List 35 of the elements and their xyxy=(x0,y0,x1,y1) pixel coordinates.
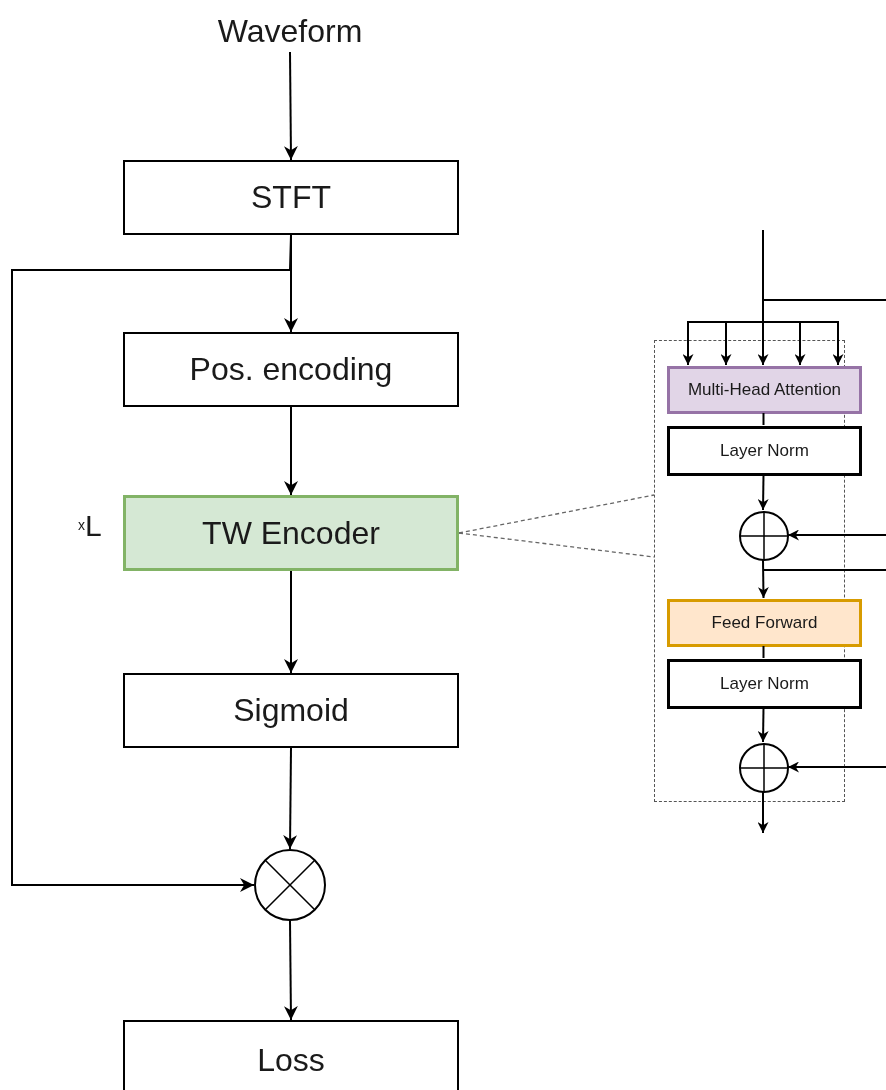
process-box xyxy=(123,332,459,407)
arrow xyxy=(757,474,769,511)
arrow xyxy=(283,51,298,161)
arrow xyxy=(284,570,298,674)
layer-box xyxy=(667,366,862,414)
arrow xyxy=(757,707,769,743)
box-label: Sigmoid xyxy=(233,692,349,729)
repeat-label: $^{x}$L xyxy=(78,509,102,543)
layer-box xyxy=(667,426,862,476)
process-box xyxy=(123,673,459,748)
arrow xyxy=(762,299,886,541)
process-box xyxy=(123,495,459,571)
process-box xyxy=(123,160,459,235)
layer-box xyxy=(667,599,862,647)
layer-box xyxy=(667,659,862,709)
arrow xyxy=(283,747,298,850)
zoom-guide-line xyxy=(458,532,655,558)
arrow xyxy=(787,761,886,773)
box-label: Layer Norm xyxy=(720,674,809,694)
arrow xyxy=(757,791,769,834)
arrow xyxy=(11,234,292,892)
arrow xyxy=(762,229,844,366)
zoom-guide-line xyxy=(458,494,655,534)
box-label: Layer Norm xyxy=(720,441,809,461)
arrow xyxy=(757,559,769,599)
process-box xyxy=(123,1020,459,1090)
box-label: Pos. encoding xyxy=(189,351,393,388)
box-label: Feed Forward xyxy=(711,613,818,633)
box-label: STFT xyxy=(251,179,331,216)
box-label: Loss xyxy=(257,1041,325,1079)
arrow xyxy=(284,406,298,496)
input-label: Waveform xyxy=(190,10,390,52)
box-label: TW Encoder xyxy=(202,514,380,552)
box-label: Multi-Head Attention xyxy=(687,380,842,400)
arrow xyxy=(283,920,298,1021)
